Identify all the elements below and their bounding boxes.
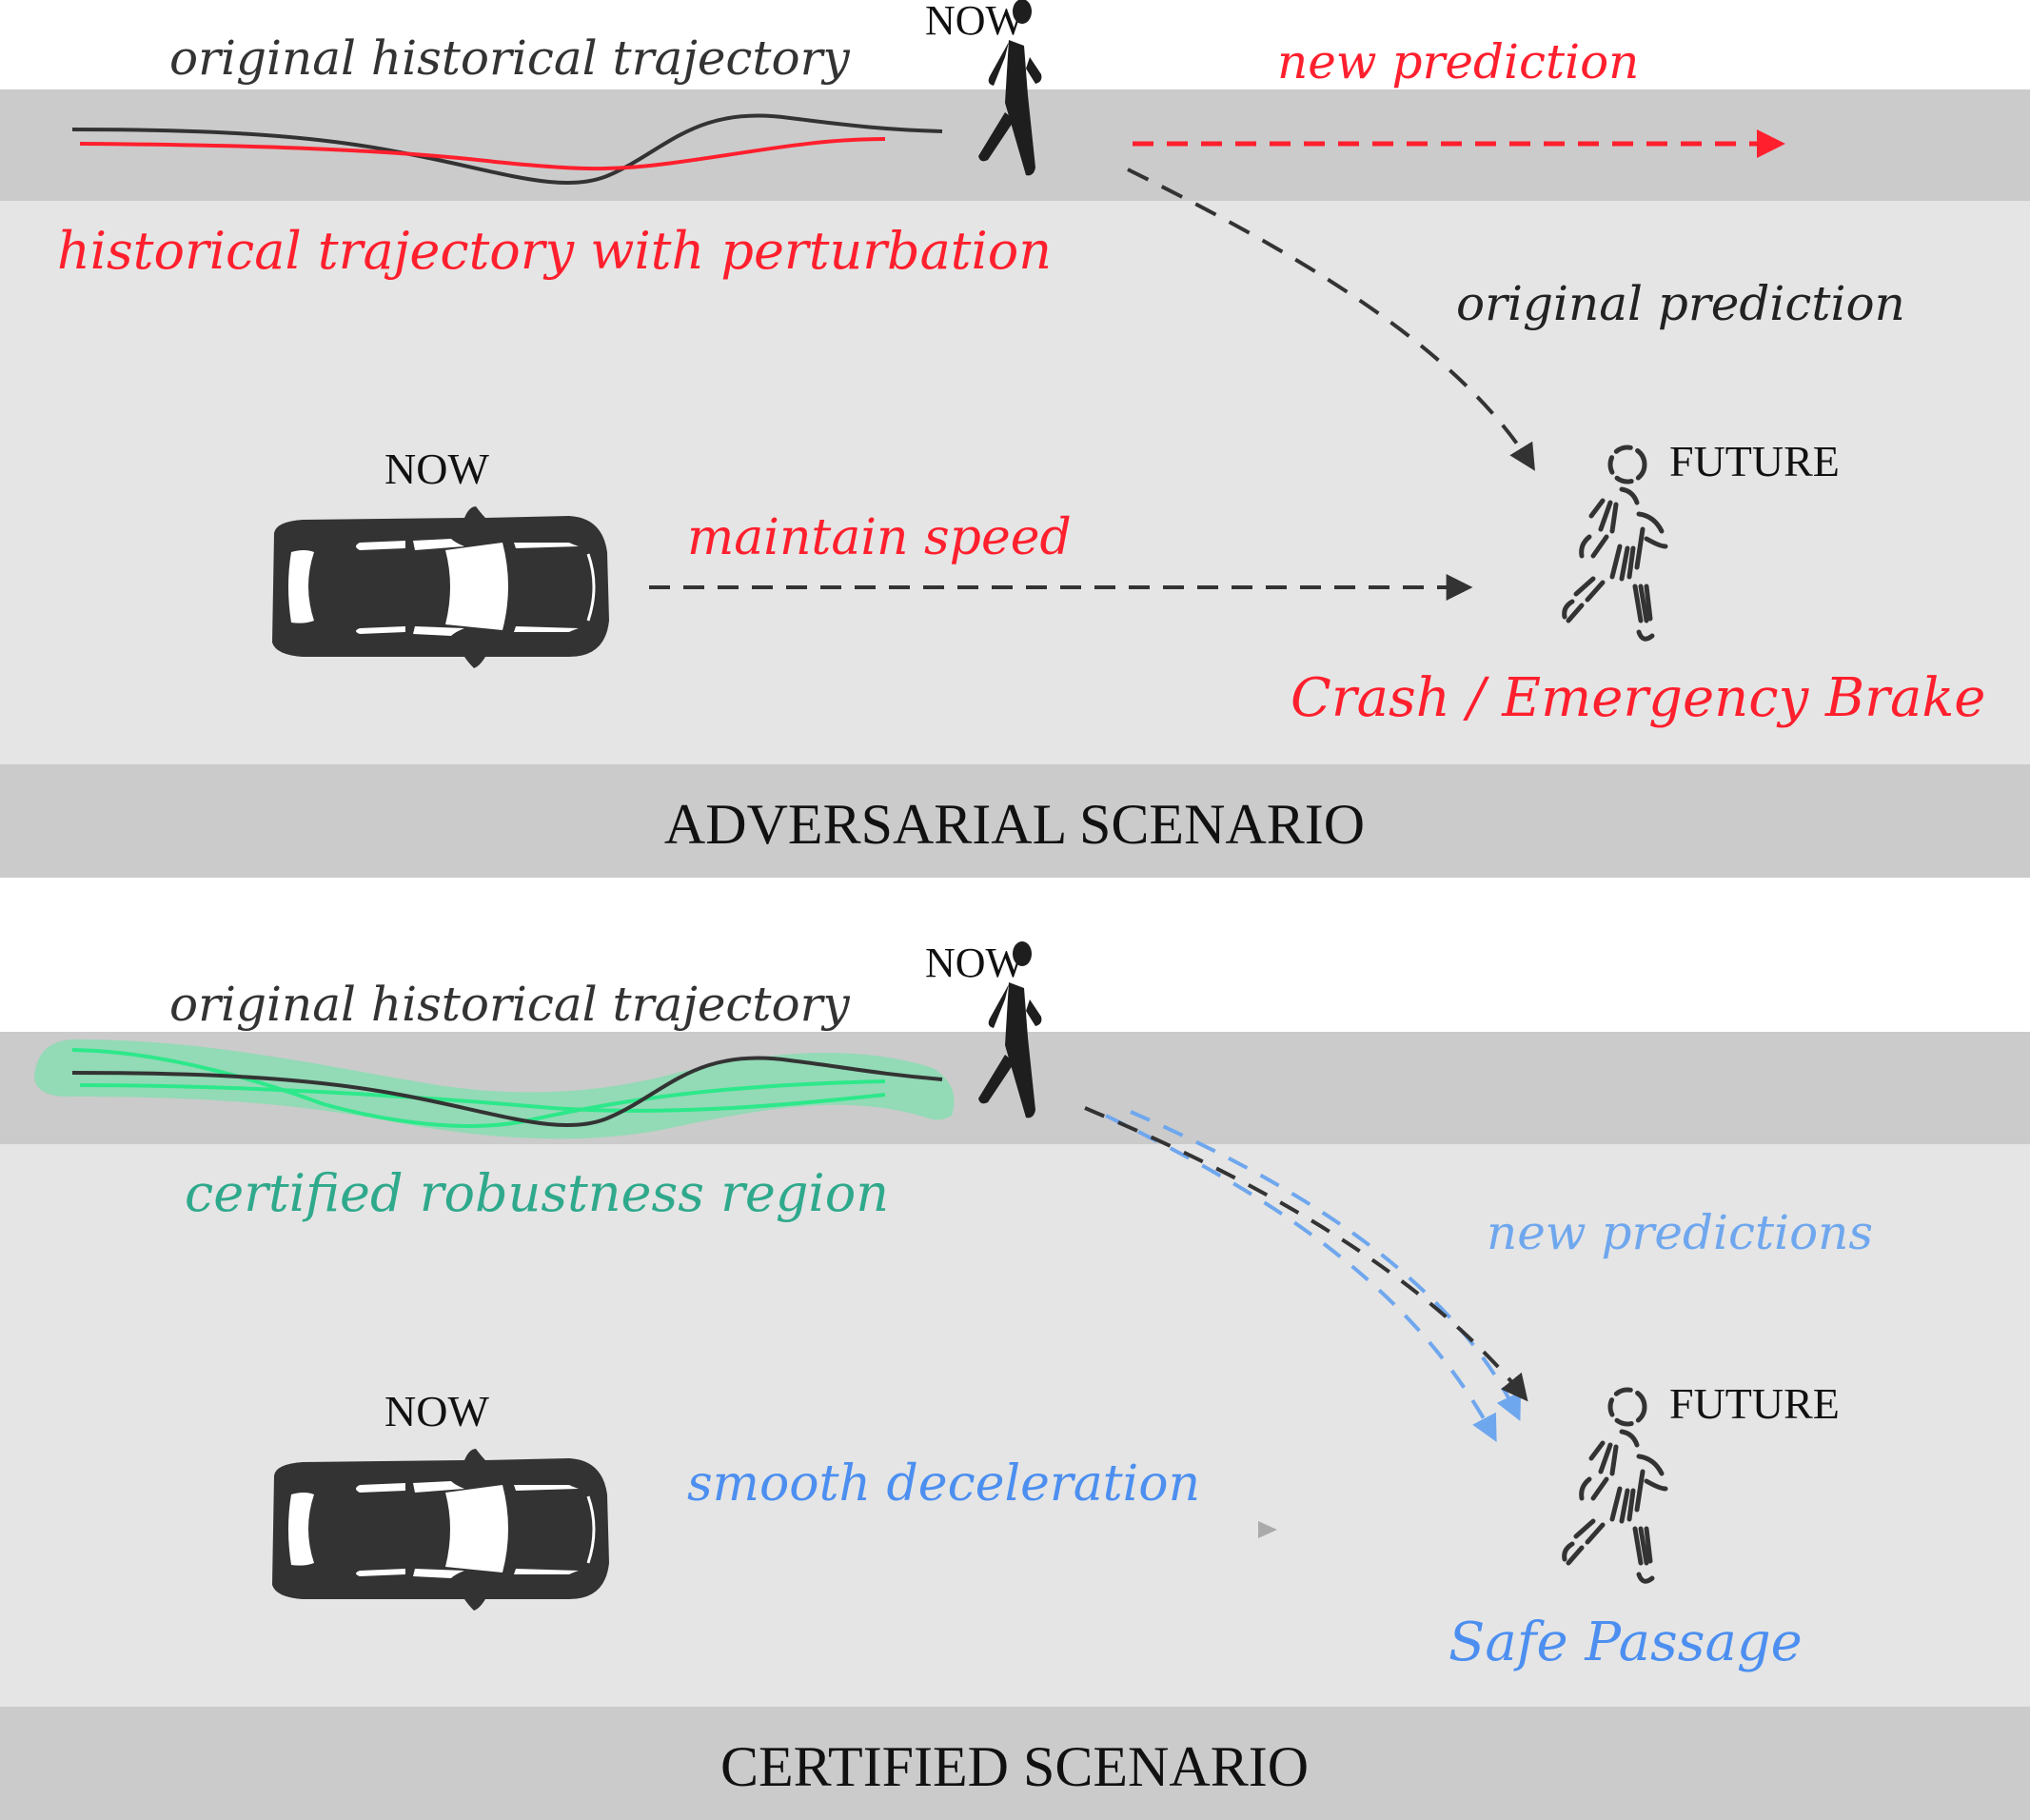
adversarial-panel: original historical trajectory historica… [0, 0, 2030, 878]
original-history-path [71, 1056, 943, 1128]
scenario-title-strip [0, 764, 2030, 878]
certified-robustness-region [34, 1039, 955, 1139]
scenario-title: CERTIFIED SCENARIO [720, 1735, 1309, 1798]
outcome-label: Safe Passage [1449, 1612, 1803, 1673]
certified-panel: original historical trajectory certified… [0, 878, 2030, 1820]
future-label: FUTURE [1669, 437, 1840, 485]
original-prediction-label: original prediction [1456, 276, 1905, 331]
sample-trajectory [79, 1083, 886, 1113]
new-prediction-label: new prediction [1277, 34, 1639, 89]
future-label: FUTURE [1669, 1379, 1840, 1428]
scenario-title: ADVERSARIAL SCENARIO [664, 793, 1365, 856]
original-history-label: original historical trajectory [169, 30, 851, 86]
car-icon [270, 504, 611, 670]
scenario-title-strip [0, 1707, 2030, 1820]
new-prediction-arrow [1105, 1114, 1497, 1442]
car-now-label: NOW [384, 1387, 489, 1435]
original-prediction-arrow [1084, 1106, 1528, 1402]
original-history-label: original historical trajectory [169, 977, 851, 1032]
car-action-label: maintain speed [687, 509, 1072, 566]
pedestrian-now-label: NOW [925, 940, 1026, 986]
pedestrian-now-label: NOW [925, 0, 1026, 44]
car-now-label: NOW [384, 445, 489, 493]
car-action-arrowhead [1258, 1521, 1277, 1538]
sample-trajectory [71, 1048, 886, 1128]
perturbed-history-path [79, 137, 886, 171]
ground [0, 201, 2030, 764]
perturbed-history-label: historical trajectory with perturbation [57, 221, 1052, 281]
car-action-label: smooth deceleration [687, 1455, 1200, 1513]
ground [0, 1144, 2030, 1707]
car-icon [270, 1447, 611, 1612]
outcome-label: Crash / Emergency Brake [1291, 667, 1985, 729]
new-predictions-label: new predictions [1487, 1205, 1873, 1260]
region-label: certified robustness region [185, 1163, 889, 1223]
original-history-path [71, 113, 943, 186]
original-prediction-arrow [1127, 168, 1535, 471]
